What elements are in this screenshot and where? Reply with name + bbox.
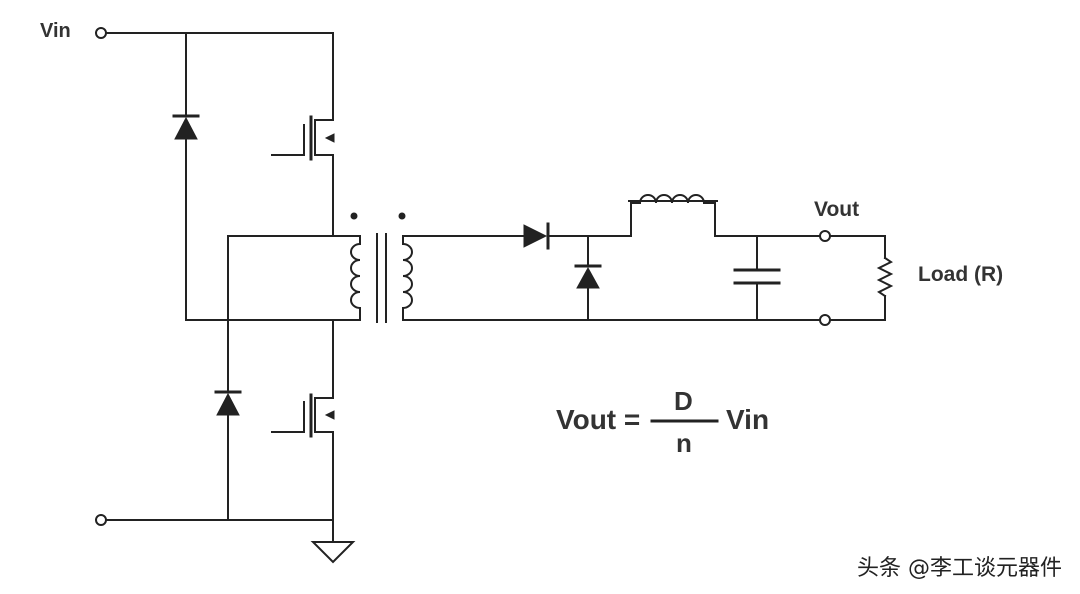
vin-label: Vin [40, 20, 71, 42]
diode2-symbol [216, 392, 240, 416]
equation-rhs: Vin [726, 404, 770, 435]
rectifier-diode [523, 224, 548, 248]
primary-dot [350, 212, 358, 220]
mosfet1-body [314, 119, 334, 156]
mosfet2-arrow [324, 410, 335, 420]
vout-terminal-top [819, 230, 831, 242]
mosfet1-arrow [324, 133, 335, 143]
load-label: Load (R) [918, 263, 1004, 286]
secondary-dot [398, 212, 406, 220]
freewheel-diode [576, 266, 600, 289]
equation-numerator: D [674, 386, 693, 416]
equation-denominator: n [676, 428, 692, 458]
load-resistor [876, 256, 894, 298]
mosfet2-body [314, 397, 334, 433]
ground-symbol [310, 541, 356, 564]
ground-terminal [95, 514, 107, 526]
diode1-symbol [174, 116, 198, 140]
primary-winding [350, 235, 361, 321]
vout-terminal-bottom [819, 314, 831, 326]
output-inductor [630, 194, 716, 204]
watermark: 头条 @李工谈元器件 [857, 556, 1062, 581]
vin-terminal [95, 27, 107, 39]
equation-lhs: Vout = [556, 404, 641, 435]
vout-label: Vout [814, 198, 860, 221]
secondary-winding [402, 235, 413, 321]
